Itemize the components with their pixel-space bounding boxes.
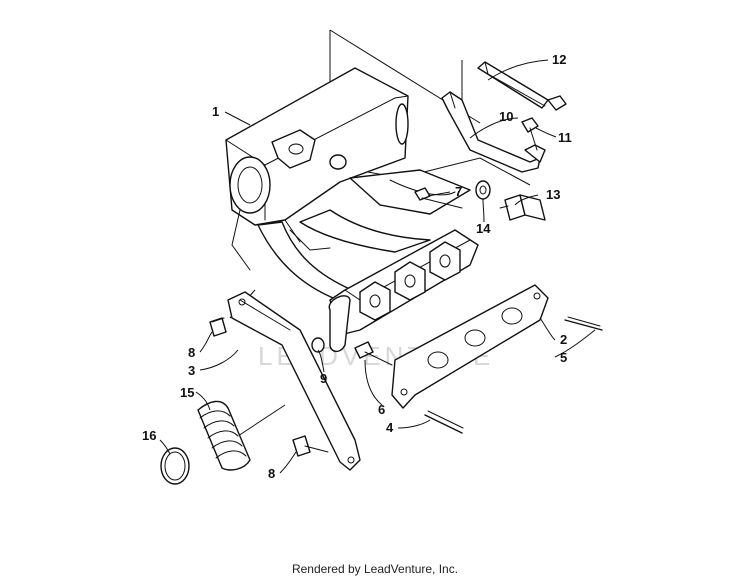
callout-1: 1 — [212, 104, 219, 119]
stud-part-4 — [424, 410, 464, 434]
exhaust-port-block — [328, 229, 479, 353]
bolt-part-11 — [521, 117, 539, 151]
callout-8-upper: 8 — [188, 345, 195, 360]
hose-clamp-strap — [477, 61, 567, 111]
bolt-part-8-lower — [292, 435, 329, 457]
callout-15: 15 — [180, 385, 194, 400]
callout-14: 14 — [476, 221, 491, 236]
callout-3: 3 — [188, 363, 195, 378]
footer-credit: Rendered by LeadVenture, Inc. — [291, 562, 459, 576]
temperature-sensor-part-13 — [499, 194, 546, 221]
callout-9: 9 — [320, 371, 327, 386]
callout-8-lower: 8 — [268, 466, 275, 481]
callout-6: 6 — [378, 402, 385, 417]
callout-7: 7 — [455, 184, 462, 199]
sensor-bracket — [441, 91, 546, 173]
callout-4: 4 — [386, 420, 394, 435]
bolt-part-6 — [354, 341, 393, 366]
stud-part-5 — [564, 316, 603, 331]
exhaust-gasket — [391, 284, 549, 409]
callout-10: 10 — [499, 109, 513, 124]
support-bracket — [227, 291, 361, 471]
callout-leaders — [159, 59, 596, 474]
bolt-part-8-upper — [209, 317, 227, 337]
callout-11: 11 — [558, 130, 572, 145]
reference-lines — [229, 29, 531, 439]
washer-part-9 — [311, 337, 325, 353]
exhaust-manifold-casting — [225, 67, 471, 301]
washer-part-14 — [475, 180, 491, 200]
snap-ring-part-16 — [160, 447, 190, 485]
callout-12: 12 — [552, 52, 566, 67]
callout-labels: 1 2 3 4 5 6 7 8 9 10 11 12 13 14 15 16 8 — [142, 52, 572, 481]
callout-2: 2 — [560, 332, 567, 347]
spring-part-15 — [197, 400, 251, 471]
callout-13: 13 — [546, 187, 560, 202]
callout-5: 5 — [560, 350, 567, 365]
callout-16: 16 — [142, 428, 156, 443]
